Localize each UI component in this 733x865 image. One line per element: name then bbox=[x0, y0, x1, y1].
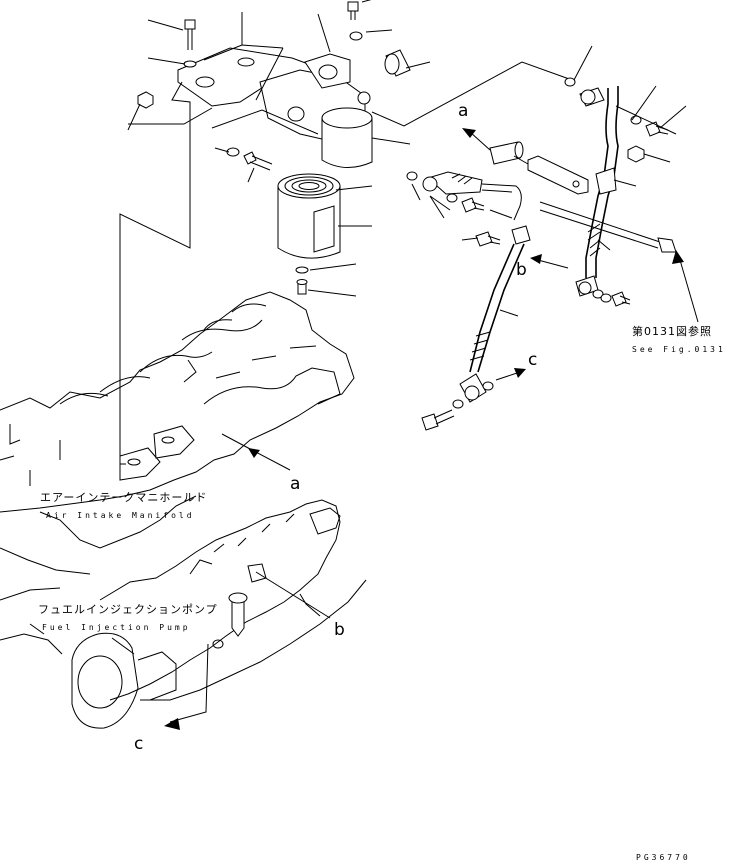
intake-manifold-outline bbox=[0, 291, 355, 575]
bolt-bottom-left bbox=[421, 409, 455, 431]
long-bolt-fig0131 bbox=[539, 201, 677, 253]
washer-bottom-1 bbox=[452, 399, 464, 409]
sleeve-a bbox=[489, 141, 524, 165]
hose-clip bbox=[595, 167, 617, 195]
hose-mid bbox=[469, 225, 531, 373]
nut-left bbox=[137, 91, 154, 109]
banjo-lower-right bbox=[575, 275, 599, 297]
washer-lower-right-2 bbox=[600, 293, 612, 303]
washer-lower-right-1 bbox=[592, 289, 604, 299]
hose-upper-right bbox=[585, 86, 619, 278]
callout-a-top: a bbox=[458, 101, 469, 121]
banjo-bottom-left bbox=[459, 373, 487, 403]
washer-top-right bbox=[349, 31, 363, 41]
bolt-left-mid bbox=[226, 147, 273, 171]
bolt-top-right bbox=[347, 1, 359, 20]
callout-b-bottom: b bbox=[334, 620, 345, 640]
callout-c-top: c bbox=[528, 350, 538, 370]
clamp-bracket bbox=[527, 155, 589, 195]
washer-left-hose bbox=[406, 171, 418, 181]
rear-filter-canister bbox=[321, 107, 373, 168]
see-fig-en-label: See Fig.0131 bbox=[632, 345, 726, 354]
bolt-left-hose bbox=[446, 193, 485, 213]
drawing-code: PG36770 bbox=[636, 853, 691, 862]
callout-b-top: b bbox=[516, 260, 527, 280]
arrow-b-top bbox=[530, 254, 542, 264]
arrow-c-bottom bbox=[164, 718, 180, 730]
bolt-lower-right bbox=[611, 291, 631, 307]
arrow-fig0131 bbox=[672, 250, 684, 264]
connector-fitting bbox=[384, 49, 411, 77]
see-fig-jp-label: 第0131図参照 bbox=[632, 325, 712, 338]
air-intake-en-label: Air Intake Manifold bbox=[46, 511, 195, 520]
bolt-mid bbox=[475, 231, 501, 247]
arrow-c-top bbox=[514, 368, 526, 378]
banjo-top-right bbox=[579, 87, 605, 107]
arrow-a-bottom bbox=[248, 448, 260, 458]
front-filter-cartridge bbox=[277, 173, 341, 259]
hose-left bbox=[422, 171, 522, 221]
nut-right bbox=[627, 145, 645, 163]
washer-top-left bbox=[183, 60, 197, 68]
washer-hose-top bbox=[564, 77, 576, 87]
fuel-injection-pump-outline bbox=[0, 499, 367, 729]
bolt-top-left bbox=[184, 19, 196, 50]
fuel-pump-jp-label: フュエルインジェクションポンプ bbox=[38, 603, 218, 616]
callout-a-bottom: a bbox=[290, 474, 301, 494]
washer-bottom-2 bbox=[482, 381, 494, 391]
arrow-a-top bbox=[462, 128, 476, 138]
fuel-pump-en-label: Fuel Injection Pump bbox=[42, 623, 191, 632]
callout-c-bottom: c bbox=[134, 734, 144, 754]
drain-washer bbox=[295, 266, 309, 274]
air-intake-jp-label: エアーインテークマニホールド bbox=[40, 491, 208, 504]
